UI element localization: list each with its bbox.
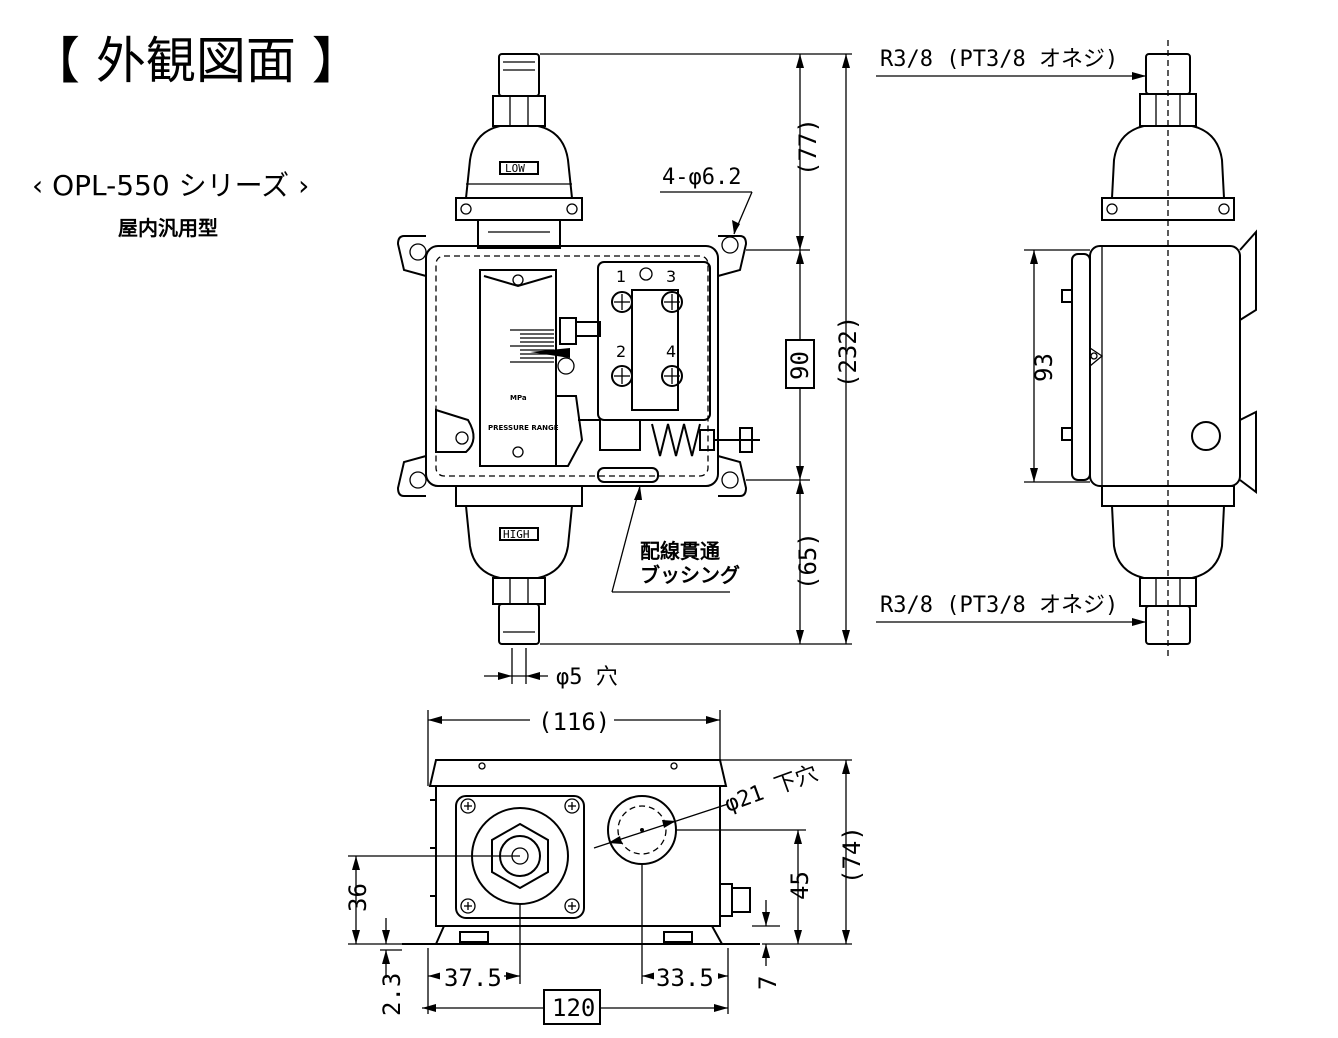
dim-bottom-65: (65) <box>794 532 822 590</box>
page-title: 【 外観図面 】 <box>30 32 362 90</box>
low-label: LOW <box>505 162 525 175</box>
terminal-4: 4 <box>666 342 676 361</box>
bottom-dimensions: (116) φ21 下穴 (74) 45 36 2.3 <box>344 706 866 1025</box>
dim-7: 7 <box>754 976 782 990</box>
bottom-view <box>402 759 760 945</box>
bushing-label-line1: 配線貫通 <box>640 539 720 563</box>
dim-45: 45 <box>786 871 814 900</box>
terminal-1: 1 <box>616 267 626 286</box>
high-label: HIGH <box>503 528 530 541</box>
series-name: ‹ OPL-550 シリーズ › <box>32 169 309 202</box>
hole-dia-5: φ5 穴 <box>556 665 618 690</box>
dim-mid-90: 90 <box>786 351 814 380</box>
dim-2-3: 2.3 <box>378 973 406 1016</box>
side-dimensions: R3/8 (PT3/8 オネジ) R3/8 (PT3/8 オネジ) 93 <box>876 47 1146 626</box>
dim-total-232: (232) <box>834 316 862 388</box>
mpa-label: MPa <box>510 394 527 402</box>
product-type: 屋内汎用型 <box>118 216 218 240</box>
front-dimensions: (77) 90 (232) (65) 4-φ6.2 配線貫通 ブッシング φ5 … <box>484 53 862 690</box>
dim-width-116: (116) <box>538 708 610 736</box>
pressure-range-label: PRESSURE RANGE <box>488 424 559 432</box>
dim-37-5: 37.5 <box>444 964 502 992</box>
dim-height-93: 93 <box>1030 353 1058 382</box>
front-view: LOW <box>396 53 760 645</box>
dim-width-120: 120 <box>552 994 595 1022</box>
flange-screws <box>460 798 580 914</box>
terminal-3: 3 <box>666 267 676 286</box>
dim-top-77: (77) <box>794 118 822 176</box>
terminal-screws <box>611 291 683 387</box>
bushing-label-line2: ブッシング <box>640 563 740 587</box>
thread-bottom-label: R3/8 (PT3/8 オネジ) <box>880 593 1118 618</box>
mount-hole-spec: 4-φ6.2 <box>662 165 741 190</box>
dim-33-5: 33.5 <box>656 964 714 992</box>
side-view <box>1061 40 1257 660</box>
terminal-2: 2 <box>616 342 626 361</box>
dim-height-74: (74) <box>838 826 866 884</box>
range-spring <box>597 423 760 483</box>
conduit-hole-spec: φ21 下穴 <box>722 761 822 818</box>
dim-36: 36 <box>344 883 372 912</box>
scale-ticks <box>510 329 554 363</box>
thread-top-label: R3/8 (PT3/8 オネジ) <box>880 47 1118 72</box>
